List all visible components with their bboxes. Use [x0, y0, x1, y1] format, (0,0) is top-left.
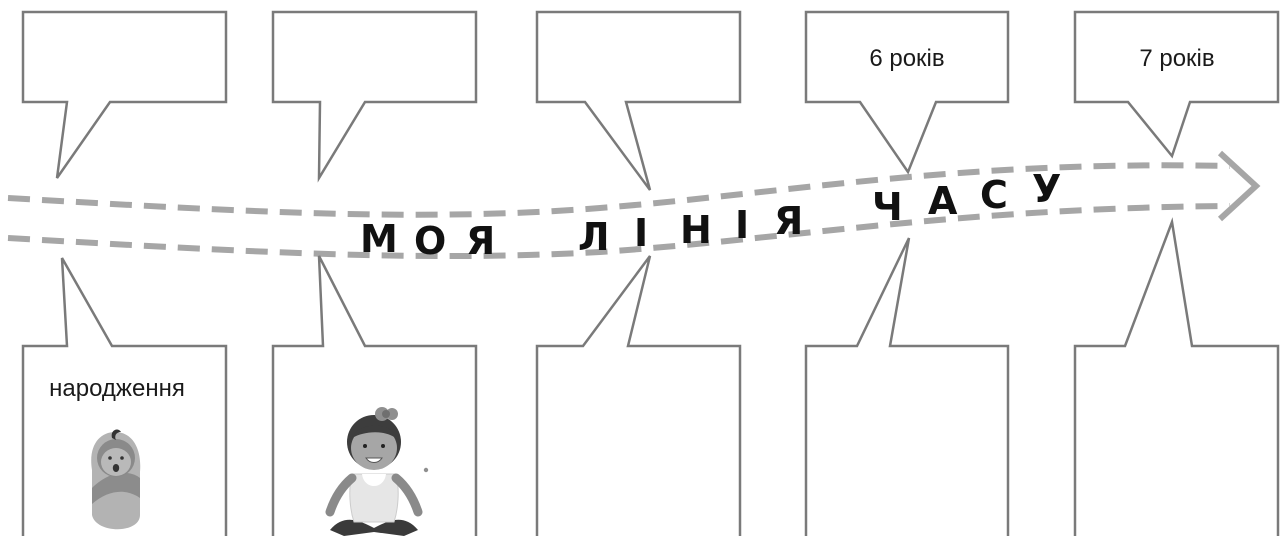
baby-icon	[91, 430, 140, 530]
title-letter: Я	[466, 219, 495, 263]
bottom-bubble-1-label: народження	[49, 375, 185, 402]
title-letter: Л	[578, 215, 610, 259]
title-letter: А	[928, 179, 958, 223]
top-bubble-5-label: 7 років	[1139, 45, 1214, 72]
top-bubble-1[interactable]	[23, 12, 226, 178]
bottom-bubble-5[interactable]	[1075, 222, 1278, 536]
arrow-head-icon	[1220, 153, 1256, 219]
top-bubble-2[interactable]	[273, 12, 476, 178]
timeline-lower-dash	[8, 206, 1230, 256]
title-letter: Я	[774, 199, 803, 243]
bottom-bubble-4[interactable]	[806, 238, 1008, 536]
title-letter: Ч	[872, 185, 903, 229]
title-letter: С	[980, 173, 1008, 217]
top-bubble-4[interactable]	[806, 12, 1008, 172]
top-bubble-5[interactable]	[1075, 12, 1278, 156]
top-bubble-4-label: 6 років	[869, 45, 944, 72]
title-letter: О	[414, 219, 446, 263]
top-bubble-3[interactable]	[537, 12, 740, 190]
bottom-bubble-3[interactable]	[537, 256, 740, 536]
title-letter: Н	[680, 208, 712, 252]
title-letter: І	[735, 203, 749, 247]
title-letter: І	[634, 211, 648, 255]
title-letter: У	[1032, 167, 1061, 211]
title-letter: М	[360, 217, 398, 261]
